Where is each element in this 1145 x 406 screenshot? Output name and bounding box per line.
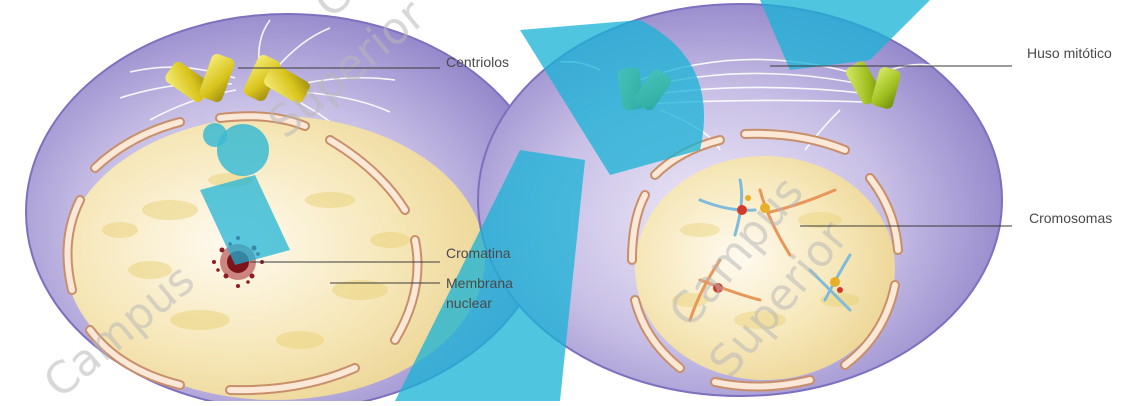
- label-membrana-line2: nuclear: [446, 293, 492, 313]
- label-huso-mitotico: Huso mitótico: [1027, 43, 1112, 63]
- label-membrana-line1: Membrana: [446, 273, 513, 293]
- label-cromatina: Cromatina: [446, 243, 511, 263]
- label-centriolos: Centriolos: [446, 52, 509, 72]
- label-cromosomas: Cromosomas: [1029, 208, 1112, 228]
